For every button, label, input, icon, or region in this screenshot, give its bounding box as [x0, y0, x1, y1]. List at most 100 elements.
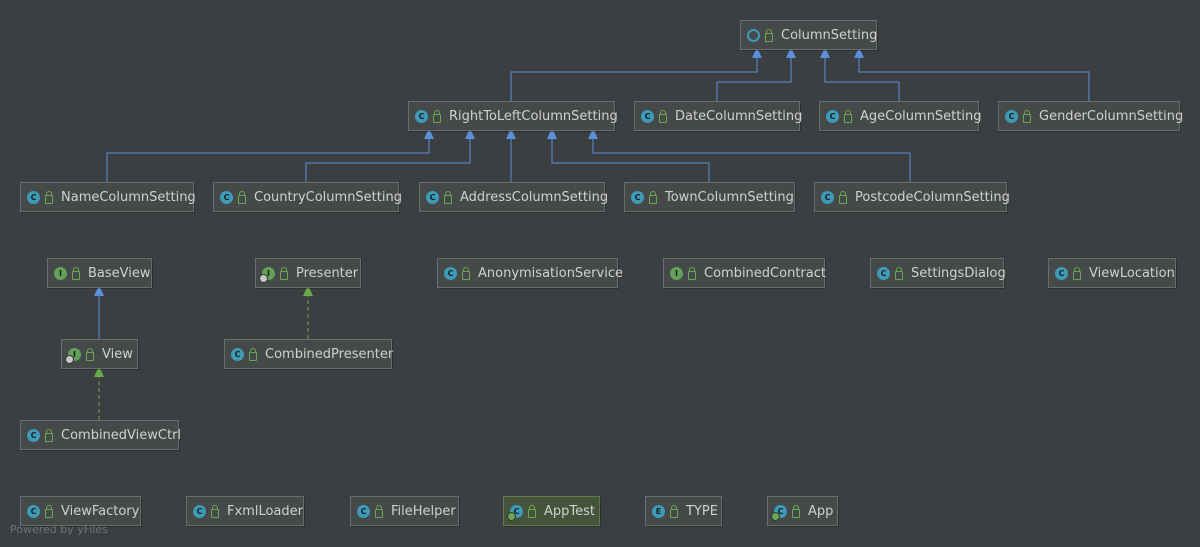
- node-label: CombinedContract: [704, 265, 826, 281]
- public-lock-icon: [895, 266, 903, 280]
- node-label: AgeColumnSetting: [860, 108, 982, 124]
- public-lock-icon: [765, 28, 773, 42]
- node-app-test[interactable]: C AppTest: [503, 496, 600, 526]
- node-label: CountryColumnSetting: [254, 189, 402, 205]
- node-label: View: [102, 346, 133, 362]
- node-app[interactable]: C App: [767, 496, 838, 526]
- class-icon: C: [1055, 266, 1068, 280]
- node-label: AppTest: [544, 503, 595, 519]
- public-lock-icon: [86, 347, 94, 361]
- interface-icon: I: [670, 266, 683, 280]
- class-icon: C: [357, 504, 370, 518]
- public-lock-icon: [375, 504, 383, 518]
- node-label: GenderColumnSetting: [1039, 108, 1184, 124]
- node-label: ColumnSetting: [781, 27, 878, 43]
- public-lock-icon: [444, 190, 452, 204]
- node-label: TownColumnSetting: [665, 189, 794, 205]
- node-settings-dialog[interactable]: C SettingsDialog: [870, 258, 1006, 288]
- class-icon: C: [27, 190, 40, 204]
- node-right-to-left-column-setting[interactable]: C RightToLeftColumnSetting: [408, 101, 618, 131]
- public-lock-icon: [649, 190, 657, 204]
- node-name-column-setting[interactable]: C NameColumnSetting: [20, 182, 196, 212]
- public-lock-icon: [211, 504, 219, 518]
- node-label: ViewLocation: [1089, 265, 1175, 281]
- node-anonymisation-service[interactable]: C AnonymisationService: [437, 258, 623, 288]
- class-icon: C: [27, 504, 40, 518]
- node-country-column-setting[interactable]: C CountryColumnSetting: [213, 182, 402, 212]
- main-class-icon: C: [771, 504, 787, 521]
- node-combined-presenter[interactable]: C CombinedPresenter: [224, 339, 394, 369]
- edge-name_setting-extends-rtl_setting: [106, 139, 430, 182]
- class-icon: C: [1005, 109, 1018, 123]
- functional-interface-icon: I: [259, 266, 275, 283]
- node-label: AddressColumnSetting: [460, 189, 609, 205]
- public-lock-icon: [688, 266, 696, 280]
- node-combined-contract[interactable]: I CombinedContract: [663, 258, 826, 288]
- node-label: AnonymisationService: [478, 265, 623, 281]
- node-file-helper[interactable]: C FileHelper: [350, 496, 459, 526]
- node-postcode-column-setting[interactable]: C PostcodeColumnSetting: [814, 182, 1010, 212]
- public-lock-icon: [45, 428, 53, 442]
- node-label: FxmlLoader: [227, 503, 303, 519]
- edge-gender_setting-extends-column_setting: [858, 58, 1090, 101]
- public-lock-icon: [45, 190, 53, 204]
- node-label: ViewFactory: [61, 503, 140, 519]
- functional-interface-icon: I: [65, 347, 81, 364]
- node-type-enum[interactable]: E TYPE: [645, 496, 722, 526]
- public-lock-icon: [844, 109, 852, 123]
- class-icon: C: [826, 109, 839, 123]
- class-icon: C: [426, 190, 439, 204]
- interface-icon: I: [54, 266, 67, 280]
- node-label: FileHelper: [391, 503, 456, 519]
- node-label: Presenter: [296, 265, 359, 281]
- class-icon: C: [444, 266, 457, 280]
- class-icon: C: [231, 347, 244, 361]
- edge-town_setting-extends-rtl_setting: [551, 139, 710, 182]
- node-age-column-setting[interactable]: C AgeColumnSetting: [819, 101, 982, 131]
- class-icon: C: [193, 504, 206, 518]
- node-date-column-setting[interactable]: C DateColumnSetting: [634, 101, 803, 131]
- public-lock-icon: [1023, 109, 1031, 123]
- node-view-location[interactable]: C ViewLocation: [1048, 258, 1176, 288]
- node-view-factory[interactable]: C ViewFactory: [20, 496, 141, 526]
- edge-date_setting-extends-column_setting: [716, 58, 792, 101]
- public-lock-icon: [1073, 266, 1081, 280]
- node-label: TYPE: [686, 503, 718, 519]
- class-icon: C: [821, 190, 834, 204]
- edge-rtl_setting-extends-column_setting: [510, 58, 758, 101]
- node-label: NameColumnSetting: [61, 189, 196, 205]
- edge-postcode_setting-extends-rtl_setting: [592, 139, 911, 182]
- node-address-column-setting[interactable]: C AddressColumnSetting: [419, 182, 609, 212]
- public-lock-icon: [528, 504, 536, 518]
- public-lock-icon: [839, 190, 847, 204]
- powered-by-footer: Powered by yFiles: [10, 523, 108, 536]
- public-lock-icon: [433, 109, 441, 123]
- public-lock-icon: [249, 347, 257, 361]
- node-fxml-loader[interactable]: C FxmlLoader: [186, 496, 304, 526]
- public-lock-icon: [792, 504, 800, 518]
- public-lock-icon: [462, 266, 470, 280]
- node-column-setting[interactable]: ColumnSetting: [740, 20, 877, 50]
- public-lock-icon: [280, 266, 288, 280]
- node-label: BaseView: [88, 265, 151, 281]
- node-label: App: [808, 503, 834, 519]
- node-view[interactable]: I View: [61, 339, 138, 369]
- node-base-view[interactable]: I BaseView: [47, 258, 152, 288]
- edge-age_setting-extends-column_setting: [824, 58, 900, 101]
- class-icon: C: [631, 190, 644, 204]
- class-icon: C: [220, 190, 233, 204]
- node-combined-view-ctrl[interactable]: C CombinedViewCtrl: [20, 420, 181, 450]
- class-icon: C: [641, 109, 654, 123]
- node-label: CombinedPresenter: [265, 346, 394, 362]
- node-label: SettingsDialog: [911, 265, 1006, 281]
- node-gender-column-setting[interactable]: C GenderColumnSetting: [998, 101, 1184, 131]
- test-class-icon: C: [507, 504, 523, 521]
- node-label: DateColumnSetting: [675, 108, 803, 124]
- class-icon: C: [877, 266, 890, 280]
- public-lock-icon: [659, 109, 667, 123]
- node-presenter[interactable]: I Presenter: [255, 258, 361, 288]
- node-label: RightToLeftColumnSetting: [449, 108, 618, 124]
- node-town-column-setting[interactable]: C TownColumnSetting: [624, 182, 795, 212]
- public-lock-icon: [238, 190, 246, 204]
- class-icon: C: [415, 109, 428, 123]
